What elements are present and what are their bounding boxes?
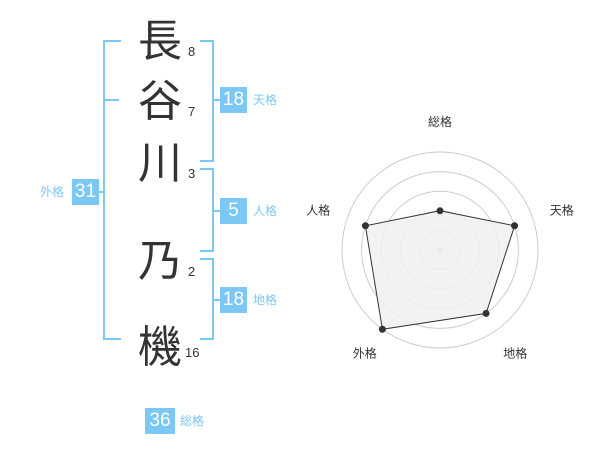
stroke-count-4: 2 (188, 264, 196, 279)
tenkaku-bracket (200, 40, 214, 162)
radar-point-1 (436, 207, 444, 215)
radar-point-3 (482, 309, 490, 317)
chikaku-connector (212, 299, 220, 301)
tenkaku-connector (212, 99, 220, 101)
jinkaku-value-box: 5 (220, 198, 247, 224)
kanji-4: 乃 (138, 236, 182, 287)
radar-ring (341, 151, 539, 349)
chikaku-label: 地格 (253, 293, 278, 307)
radar-axis-label-1: 総格 (428, 114, 452, 129)
stroke-count-1: 8 (188, 44, 196, 59)
tenkaku-label: 天格 (253, 93, 278, 107)
gaikaku-bracket-tick (105, 99, 119, 101)
radar-axis-label-2: 天格 (550, 202, 574, 217)
radar-axis-label-5: 人格 (306, 202, 330, 217)
radar-axis-label-3: 地格 (503, 346, 527, 361)
gaikaku-connector (95, 191, 103, 193)
kanji-2: 谷 (138, 76, 182, 127)
tenkaku-value-box: 18 (220, 87, 247, 113)
gaikaku-label: 外格 (40, 185, 65, 199)
radar-point-5 (361, 222, 369, 230)
gaikaku-bracket (103, 40, 121, 340)
radar-data (361, 207, 519, 333)
radar-axis-label-4: 外格 (353, 346, 377, 361)
radar-ring (361, 171, 519, 329)
jinkaku-connector (212, 210, 220, 212)
kanji-1: 長 (138, 16, 182, 67)
soukaku-value-box: 36 (145, 408, 175, 434)
chikaku-value-box: 18 (220, 287, 247, 313)
kanji-5: 機 (138, 322, 182, 373)
radar-point-2 (511, 222, 519, 230)
radar-point-4 (378, 325, 386, 333)
stroke-count-3: 3 (188, 166, 196, 181)
soukaku-label: 総格 (180, 414, 205, 428)
jinkaku-label: 人格 (253, 204, 278, 218)
stroke-count-2: 7 (188, 104, 196, 119)
stroke-count-5: 16 (185, 345, 200, 360)
kanji-3: 川 (138, 138, 182, 189)
gaikaku-value-box: 31 (72, 179, 99, 205)
radar-polygon (364, 210, 516, 330)
